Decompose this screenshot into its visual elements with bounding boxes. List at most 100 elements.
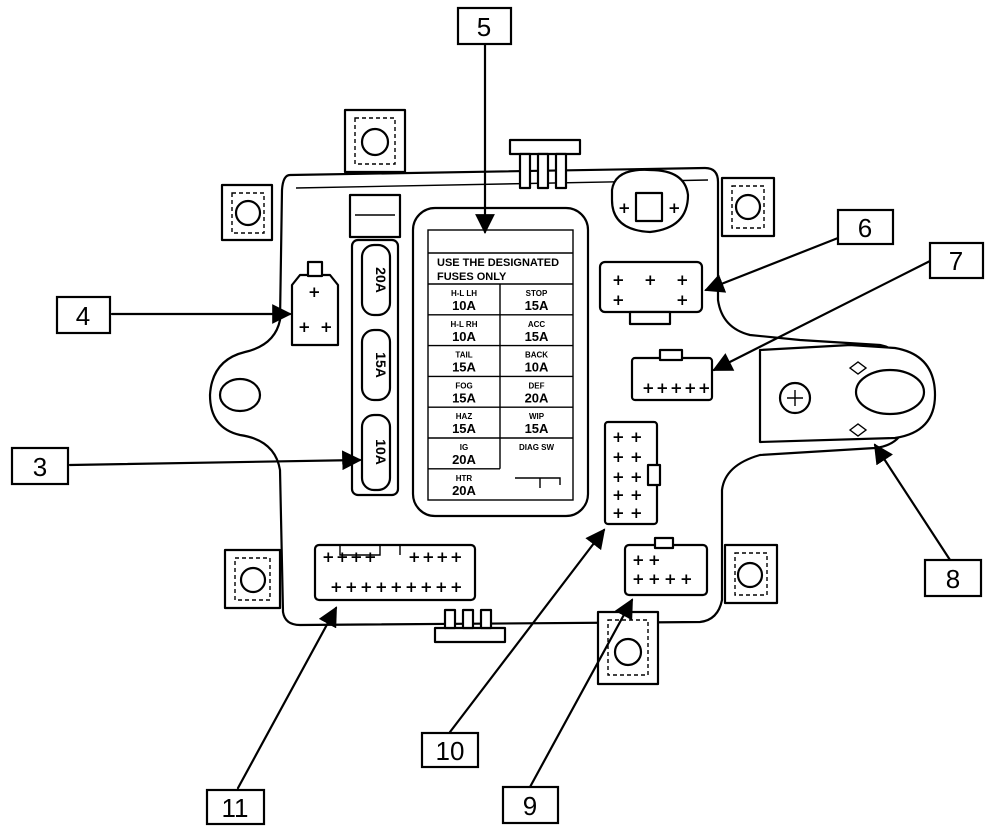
svg-text:+: + — [632, 570, 645, 588]
svg-text:+: + — [422, 548, 435, 566]
connector-7: + + + + + — [630, 348, 714, 402]
round-connector: + + — [610, 168, 690, 234]
svg-text:+: + — [612, 271, 625, 289]
svg-text:3: 3 — [33, 452, 47, 482]
svg-text:+: + — [630, 486, 643, 504]
fuse-name-right: DIAG SW — [519, 443, 555, 452]
diag-sw-glyph — [515, 477, 561, 488]
svg-text:+: + — [676, 291, 689, 309]
mount-tab-bottom-center — [596, 610, 660, 686]
terminal-bracket-8 — [758, 343, 937, 444]
fuse-name-right: STOP — [526, 289, 548, 298]
svg-text:+: + — [612, 428, 625, 446]
svg-text:+: + — [298, 318, 311, 336]
mount-tab-top-right — [720, 176, 776, 238]
svg-text:+: + — [360, 578, 373, 596]
fuse-amp-left: 15A — [452, 421, 476, 436]
svg-text:+: + — [322, 548, 335, 566]
large-fuse-3 — [360, 413, 392, 492]
svg-text:5: 5 — [477, 12, 491, 42]
svg-text:+: + — [408, 548, 421, 566]
callout-11: 11 — [205, 788, 266, 826]
fuse-name-right: WIP — [529, 412, 545, 421]
leader-3 — [68, 450, 362, 471]
bottom-clip — [433, 608, 507, 644]
large-fuse-2 — [360, 328, 392, 402]
svg-text:+: + — [450, 548, 463, 566]
mount-tab-top-left — [220, 183, 274, 242]
fuse-chart-heading-2: FUSES ONLY — [437, 271, 507, 283]
fuse-name-left: H-L RH — [451, 320, 478, 329]
fuse-amp-right: 15A — [525, 298, 549, 313]
svg-text:+: + — [630, 504, 643, 522]
svg-text:+: + — [630, 448, 643, 466]
svg-text:+: + — [308, 283, 321, 301]
fuse-name-left: H-L LH — [451, 289, 477, 298]
svg-text:+: + — [350, 548, 363, 566]
svg-text:+: + — [612, 468, 625, 486]
leader-10 — [448, 528, 606, 734]
svg-text:+: + — [405, 578, 418, 596]
svg-text:+: + — [612, 486, 625, 504]
svg-text:+: + — [656, 379, 669, 397]
callout-9: 9 — [501, 785, 560, 825]
callout-6: 6 — [836, 208, 895, 246]
svg-text:+: + — [644, 271, 657, 289]
svg-text:+: + — [684, 379, 697, 397]
large-fuse-1 — [360, 243, 392, 317]
svg-text:+: + — [648, 551, 661, 569]
svg-text:+: + — [390, 578, 403, 596]
callout-7: 7 — [928, 241, 985, 280]
svg-text:+: + — [630, 428, 643, 446]
callout-8: 8 — [923, 558, 983, 598]
fuse-name-left: FOG — [455, 381, 472, 390]
fuse-name-left: IG — [460, 443, 468, 452]
fuse-strip-cap — [348, 193, 402, 239]
svg-text:+: + — [618, 199, 631, 217]
large-fuse-3-label: 10A — [373, 439, 389, 465]
screw-head-icon — [787, 390, 803, 406]
fuse-amp-left: 10A — [452, 329, 476, 344]
svg-text:11: 11 — [222, 793, 249, 823]
fuse-name-left: HAZ — [456, 412, 473, 421]
connector-11: ++ ++ ++ ++ ++ ++ ++ ++ + — [313, 543, 477, 602]
large-fuse-1-label: 20A — [373, 267, 389, 293]
mount-tab-top-center — [343, 108, 407, 174]
leader-6 — [704, 236, 840, 293]
svg-text:+: + — [612, 291, 625, 309]
svg-text:+: + — [345, 578, 358, 596]
leader-11 — [236, 606, 338, 790]
svg-text:+: + — [670, 379, 683, 397]
fuse-amp-right: 10A — [525, 360, 549, 375]
svg-text:+: + — [664, 570, 677, 588]
fuse-name-right: ACC — [528, 320, 546, 329]
fuse-chart-heading-1: USE THE DESIGNATED — [437, 257, 559, 269]
svg-text:+: + — [680, 570, 693, 588]
svg-text:+: + — [668, 199, 681, 217]
svg-text:+: + — [375, 578, 388, 596]
svg-text:+: + — [612, 504, 625, 522]
callout-4: 4 — [55, 295, 112, 335]
connector-4: + + + — [290, 260, 340, 347]
fuse-amp-left: 15A — [452, 360, 476, 375]
fuse-amp-left: 15A — [452, 390, 476, 405]
mount-tab-bottom-left — [223, 548, 282, 610]
svg-text:+: + — [435, 578, 448, 596]
fuse-amp-right: 15A — [525, 329, 549, 344]
svg-text:+: + — [698, 379, 711, 397]
large-fuse-2-label: 15A — [373, 352, 389, 378]
top-clip — [508, 138, 582, 190]
fuse-amp-right: 15A — [525, 421, 549, 436]
connector-6: + + + + + — [598, 260, 704, 326]
mount-tab-bottom-right — [723, 543, 779, 605]
svg-text:6: 6 — [858, 213, 872, 243]
svg-text:10: 10 — [436, 736, 465, 766]
svg-text:+: + — [612, 448, 625, 466]
leader-9 — [528, 598, 634, 789]
svg-text:+: + — [450, 578, 463, 596]
svg-text:4: 4 — [76, 301, 90, 331]
leader-7 — [712, 258, 934, 372]
